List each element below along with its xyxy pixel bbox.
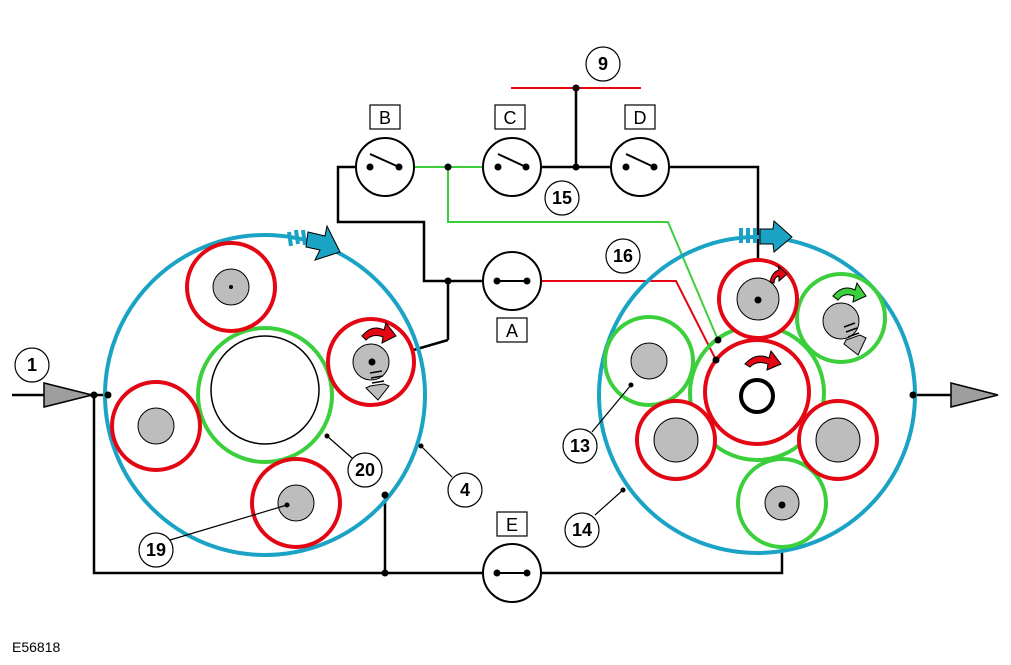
switch-b-label: B <box>379 108 391 128</box>
switch-a <box>482 251 542 311</box>
callout-20: 20 <box>355 460 375 480</box>
switch-d-label: D <box>634 108 647 128</box>
switch-e-label: E <box>506 515 518 535</box>
right-planet-green-topright-hub <box>822 302 860 340</box>
junction-dots <box>90 84 917 577</box>
right-planet-small-red-arrow-icon <box>769 264 788 284</box>
left-gear-set <box>103 224 427 557</box>
callout-15: 15 <box>552 188 572 208</box>
right-planet-red-left-hub <box>653 417 699 463</box>
switch-b <box>355 137 415 197</box>
figure-code: E56818 <box>12 639 60 655</box>
left-planet-left-hub <box>137 407 175 445</box>
left-planet-red-arrow-icon <box>361 321 397 344</box>
right-planet-down-arrow-icon <box>843 322 867 356</box>
red-wiring <box>511 87 717 361</box>
right-planet-green-arrow-icon <box>832 281 867 303</box>
callout-14: 14 <box>572 520 592 540</box>
left-sun-gear-outer <box>196 326 334 464</box>
switch-c <box>482 137 542 197</box>
right-gear-set <box>597 219 917 555</box>
switch-d <box>610 137 670 197</box>
callout-1: 1 <box>27 355 37 375</box>
callout-19: 19 <box>146 540 166 560</box>
right-planet-green-left-hub <box>630 342 668 380</box>
left-planet-down-arrow-icon <box>365 370 390 401</box>
left-sun-gear-inner <box>210 335 320 445</box>
right-planet-red-right-hub <box>815 417 861 463</box>
switch-e <box>482 543 542 603</box>
output-arrow-icon <box>950 382 999 408</box>
right-sun-red-arrow-icon <box>744 349 782 371</box>
callout-16: 16 <box>613 246 633 266</box>
input-arrow-icon <box>43 382 93 408</box>
left-rotation-arrow-icon <box>287 224 341 261</box>
right-sun-shaft <box>739 378 775 414</box>
callout-9: 9 <box>598 54 608 74</box>
left-planet-bottom-hub <box>277 484 315 522</box>
wiring <box>12 88 955 575</box>
right-rotation-arrow-icon <box>739 219 793 253</box>
callout-13: 13 <box>570 436 590 456</box>
switch-c-label: C <box>504 108 517 128</box>
callout-4: 4 <box>460 480 470 500</box>
leader-lines <box>169 384 632 541</box>
switch-a-label: A <box>506 321 518 341</box>
